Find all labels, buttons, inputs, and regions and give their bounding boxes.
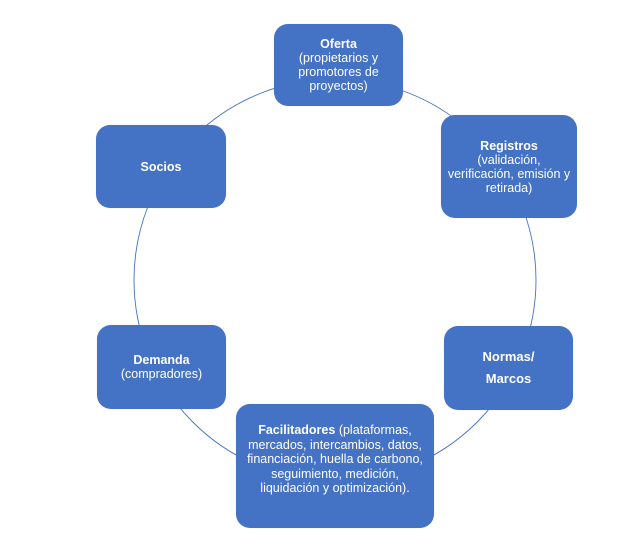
node-socios-title: Socios — [140, 159, 182, 174]
node-demanda: Demanda (compradores) — [97, 325, 226, 409]
node-oferta: Oferta (propietarios y promotores de pro… — [274, 24, 403, 106]
node-socios: Socios — [96, 125, 226, 208]
node-oferta-description: (propietarios y promotores de proyectos) — [298, 51, 379, 93]
node-registros-description: (validación, verificación, emisión y ret… — [447, 152, 571, 195]
node-registros: Registros (validación, verificación, emi… — [441, 115, 577, 218]
node-normas-marcos: Normas/ Marcos — [444, 326, 573, 410]
node-registros-title: Registros — [480, 138, 538, 153]
node-oferta-title: Oferta — [320, 37, 357, 51]
node-facilitadores: Facilitadores (plataformas, mercados, in… — [236, 404, 434, 528]
node-facilitadores-description: (plataformas, mercados, intercambios, da… — [247, 423, 423, 495]
node-demanda-description: (compradores) — [120, 367, 203, 381]
node-demanda-title: Demanda — [133, 353, 190, 367]
node-normas-title: Normas/ Marcos — [482, 349, 535, 386]
node-facilitadores-title: Facilitadores — [258, 423, 336, 437]
